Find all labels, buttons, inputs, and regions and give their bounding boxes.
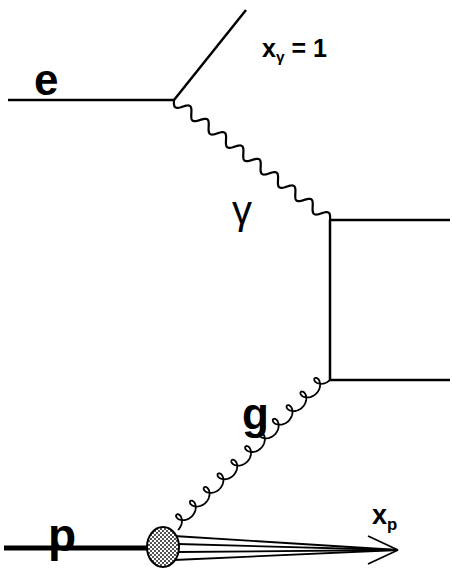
proton-remnant-arrow (174, 536, 398, 564)
photon-line (174, 100, 330, 220)
particle-label: p (48, 512, 76, 558)
gluon-line (176, 378, 330, 530)
proton-blob (147, 527, 179, 567)
quark-line (330, 379, 450, 382)
quark-line (330, 219, 450, 222)
momentum-fraction-label: xp (372, 502, 397, 529)
electron-line (8, 99, 174, 102)
particle-label: g (242, 392, 269, 436)
momentum-fraction-label: xγ = 1 (262, 36, 327, 61)
particle-label: γ (232, 190, 252, 230)
particle-label: e (34, 58, 58, 102)
quark-line (329, 220, 332, 380)
electron-line (174, 10, 246, 100)
